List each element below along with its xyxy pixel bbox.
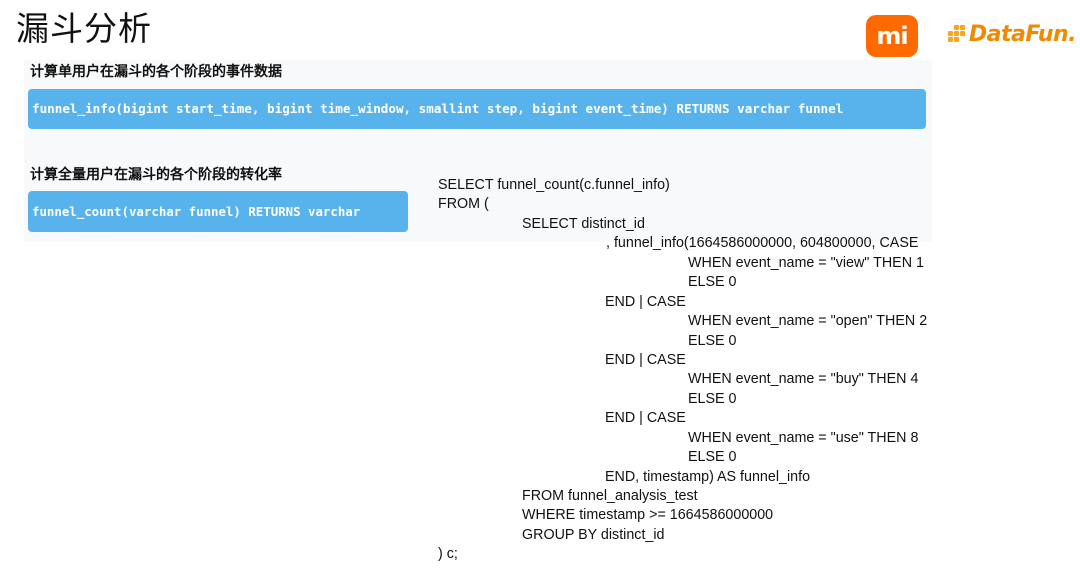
page-title: 漏斗分析	[16, 9, 152, 48]
sql-line: ELSE 0	[688, 332, 737, 349]
section-heading-funnel-count: 计算全量用户在漏斗的各个阶段的转化率	[30, 167, 282, 183]
xiaomi-logo-text: mi	[876, 22, 908, 50]
datafun-logo-text: DataFun.	[968, 21, 1077, 47]
sql-line: SELECT distinct_id	[522, 215, 645, 232]
sql-line: ELSE 0	[688, 449, 737, 466]
xiaomi-logo: mi	[866, 15, 918, 57]
sql-line: WHEN event_name = "open" THEN 2	[688, 313, 928, 330]
sql-line: ) c;	[438, 546, 458, 563]
funnel-info-signature: funnel_info(bigint start_time, bigint ti…	[28, 89, 926, 129]
sql-line: END, timestamp) AS funnel_info	[605, 468, 811, 485]
sql-line: END | CASE	[605, 351, 686, 368]
sql-line: SELECT funnel_count(c.funnel_info)	[438, 177, 670, 193]
sql-line: GROUP BY distinct_id	[522, 526, 665, 543]
sql-line: FROM funnel_analysis_test	[522, 488, 698, 504]
sql-line: END | CASE	[605, 410, 686, 427]
sql-code-block: SELECT funnel_count(c.funnel_info) FROM …	[438, 176, 927, 565]
section-heading-funnel-info: 计算单用户在漏斗的各个阶段的事件数据	[30, 64, 282, 80]
funnel-count-signature: funnel_count(varchar funnel) RETURNS var…	[28, 191, 408, 232]
sql-line: WHERE timestamp >= 1664586000000	[522, 507, 774, 524]
sql-line: WHEN event_name = "view" THEN 1	[688, 254, 924, 271]
sql-line: WHEN event_name = "use" THEN 8	[688, 429, 919, 446]
sql-line: , funnel_info(1664586000000, 604800000, …	[606, 235, 919, 252]
sql-line: ELSE 0	[688, 390, 737, 407]
sql-line: WHEN event_name = "buy" THEN 4	[688, 371, 919, 388]
datafun-logo: DataFun.	[946, 18, 1077, 50]
datafun-dots-icon	[946, 23, 967, 45]
sql-line: ELSE 0	[688, 274, 737, 291]
sql-line: END | CASE	[605, 293, 686, 310]
sql-line: FROM (	[438, 196, 489, 213]
